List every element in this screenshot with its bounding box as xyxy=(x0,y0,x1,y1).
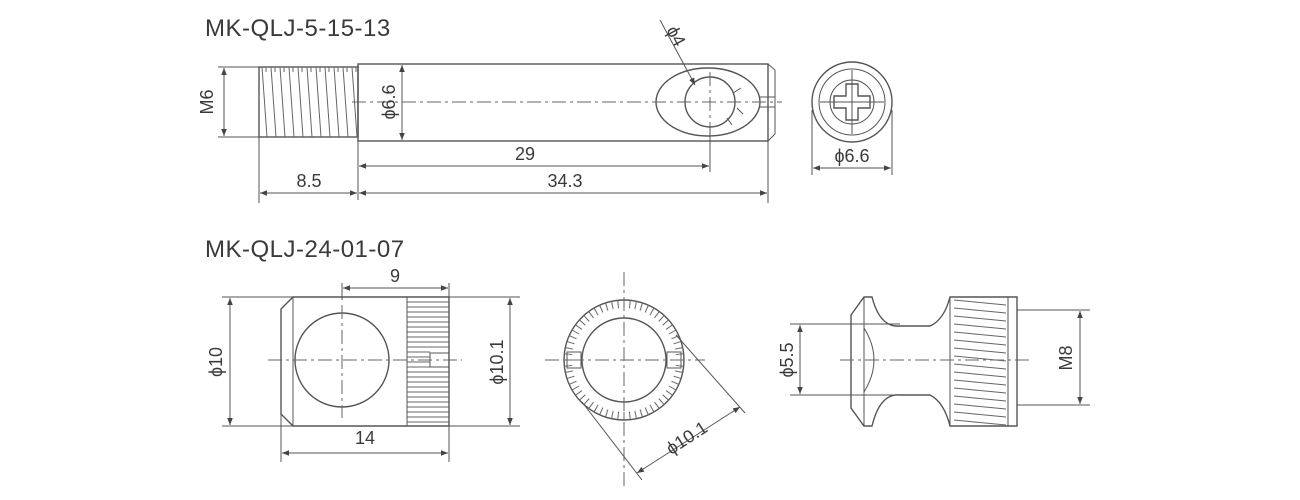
part-2-top-dia-dim-line xyxy=(636,406,741,474)
part-2-side-view: ϕ5.5 M8 xyxy=(777,296,1090,427)
part-1-model-label: MK-QLJ-5-15-13 xyxy=(205,15,391,42)
part-2-top-dia-label: ϕ10.1 xyxy=(662,417,711,458)
part-2-knurl-lines xyxy=(406,297,449,426)
part-1-length-to-hole-label: 29 xyxy=(515,144,535,164)
part-1-body-dia-label: ϕ6.6 xyxy=(379,84,399,119)
part-1-end-view: ϕ6.6 xyxy=(811,61,893,175)
part-2-hole-offset-label: 9 xyxy=(390,266,400,286)
part-2-top-view: ϕ10.1 xyxy=(545,272,746,488)
part-2-thread-label: M8 xyxy=(1056,345,1076,370)
part-2-outer-dia-label: ϕ10 xyxy=(206,347,226,377)
part-1-thread-label: M6 xyxy=(197,89,217,114)
part-1-hole-dia-label: ϕ4 xyxy=(662,22,689,49)
part-1-thread-length-label: 8.5 xyxy=(296,171,321,191)
part-1-end-dia-label: ϕ6.6 xyxy=(834,146,869,166)
part-1-phillips-recess xyxy=(833,83,871,121)
part-1-bolt-side-view: MK-QLJ-5-15-13 ϕ4 M6 ϕ6.6 xyxy=(197,15,782,203)
part-2-length-label: 14 xyxy=(355,428,375,448)
part-2-model-label: MK-QLJ-24-01-07 xyxy=(205,236,405,263)
part-1-hole-leader xyxy=(659,19,696,86)
part-1-body-length-label: 34.3 xyxy=(547,171,582,191)
part-2-nut-front-view: MK-QLJ-24-01-07 9 ϕ10 ϕ10.1 14 xyxy=(205,236,520,462)
part-2-neck-dia-label: ϕ5.5 xyxy=(777,342,797,377)
part-2-knurl-dia-label: ϕ10.1 xyxy=(487,339,507,384)
part-1-threaded-stud xyxy=(258,66,359,138)
part-2-spool-outline xyxy=(850,296,1018,427)
